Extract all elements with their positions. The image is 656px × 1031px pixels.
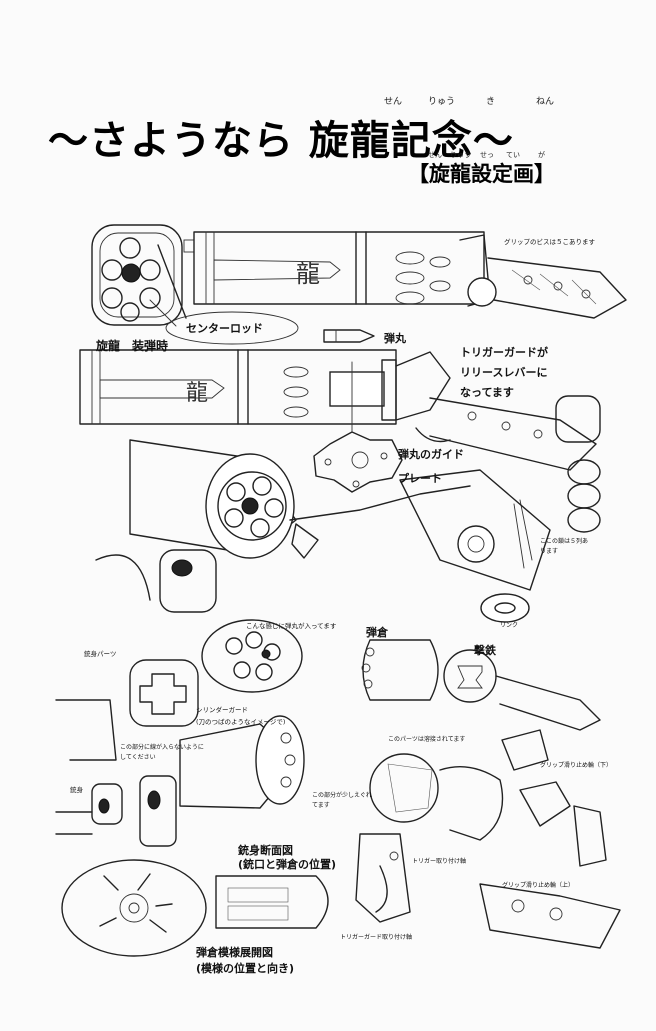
ruby-ryuu: りゅう bbox=[428, 97, 456, 107]
label-trigger-guard-2: リリースレバーに bbox=[460, 366, 548, 379]
ruby-sub-sen: せん bbox=[428, 151, 442, 159]
label-ring-1: ここの鎖は５列あ bbox=[540, 538, 589, 545]
magazine-side-drawing bbox=[361, 639, 601, 731]
grip-stop-upper-drawing bbox=[479, 883, 621, 949]
grip-chain-drawing bbox=[399, 469, 551, 623]
label-grip-stop-lower: グリップ滑り止め輪（下） bbox=[540, 762, 613, 769]
label-trigger-guard-3: なってます bbox=[460, 386, 514, 399]
magazine-bullets-drawing bbox=[201, 619, 303, 693]
label-hammer: 撃鉄 bbox=[474, 644, 496, 657]
svg-text:龍: 龍 bbox=[296, 260, 320, 288]
label-trigger-guard-1: トリガーガードが bbox=[460, 346, 548, 359]
label-guide-plate-1: 弾丸のガイド bbox=[398, 448, 464, 461]
bullet-drawing bbox=[323, 329, 375, 343]
ruby-sub-tei: てい bbox=[506, 151, 520, 159]
label-welded: このパーツは溶接されてます bbox=[388, 736, 466, 743]
ruby-sub-ga: が bbox=[538, 151, 545, 159]
label-loading: 旋龍 装弾時 bbox=[96, 339, 169, 353]
lower-left-parts bbox=[55, 699, 305, 847]
welded-parts-drawing bbox=[369, 729, 607, 867]
label-guide-plate-2: プレート bbox=[398, 472, 442, 485]
cylinder-guard-drawing bbox=[129, 659, 199, 727]
label-cylinder-guard-1: シリンダーガード bbox=[196, 706, 248, 714]
label-grip-stop-upper: グリップ滑り止め輪（上） bbox=[502, 882, 575, 889]
center-rod-callout bbox=[165, 311, 299, 345]
top-gun-side-view: 龍 bbox=[193, 231, 627, 319]
label-bullet: 弾丸 bbox=[384, 332, 406, 345]
label-no-gap-2: してください bbox=[120, 754, 156, 761]
page-subtitle: 【旋龍設定画】 bbox=[408, 162, 555, 186]
label-no-gap-1: この部分に線が入らないように bbox=[120, 744, 204, 751]
label-pattern-2: (模様の位置と向き) bbox=[196, 962, 295, 975]
label-center-rod: センターロッド bbox=[186, 322, 263, 335]
ruby-nen: ねん bbox=[536, 97, 555, 107]
label-bullet-inside: こんな感じに弾丸が入ってます bbox=[246, 622, 337, 630]
label-barrel: 銃身 bbox=[70, 786, 83, 794]
ruby-sub-ryuu: りゅう bbox=[450, 151, 471, 159]
label-pattern-1: 弾倉模様展開図 bbox=[196, 946, 273, 959]
trigger-mount-drawing bbox=[355, 833, 411, 923]
guide-plate-drawing bbox=[313, 361, 403, 493]
label-ring-2: ります bbox=[540, 548, 559, 555]
cylinder-pattern-drawing bbox=[61, 859, 207, 957]
label-grip-screws: グリップのビスは５こあります bbox=[504, 238, 595, 246]
label-link: リンク bbox=[500, 622, 519, 629]
label-magazine: 弾倉 bbox=[366, 626, 388, 639]
label-slightly-1: この部分が少しえぐれ bbox=[312, 792, 372, 799]
loaded-gun-side-view: 龍 bbox=[79, 349, 597, 471]
label-cylinder-guard-2: (刀のつばのようなイメージで) bbox=[196, 718, 286, 726]
svg-text:龍: 龍 bbox=[186, 381, 208, 406]
chain-ring-drawing bbox=[513, 395, 601, 569]
cylinder-front-view bbox=[91, 224, 195, 326]
label-slightly-2: てます bbox=[312, 802, 330, 809]
cylinder-perspective-view bbox=[129, 439, 471, 559]
ruby-ki: き bbox=[486, 97, 496, 107]
label-barrel-parts: 銃身パーツ bbox=[84, 650, 117, 658]
label-cross-section-2: (銃口と弾倉の位置) bbox=[238, 858, 337, 871]
ruby-sen: せん bbox=[384, 97, 403, 107]
barrel-parts-drawing bbox=[95, 549, 217, 613]
label-trigger-mount: トリガー取り付け軸 bbox=[412, 858, 467, 865]
page-title: 〜さようなら 旋龍記念〜 bbox=[48, 118, 514, 164]
label-cross-section-1: 銃身断面図 bbox=[238, 844, 293, 857]
barrel-cross-section-drawing bbox=[215, 875, 329, 929]
label-tg-mount: トリガーガード取り付け軸 bbox=[340, 934, 413, 941]
ruby-sub-se: せっ bbox=[480, 151, 494, 159]
